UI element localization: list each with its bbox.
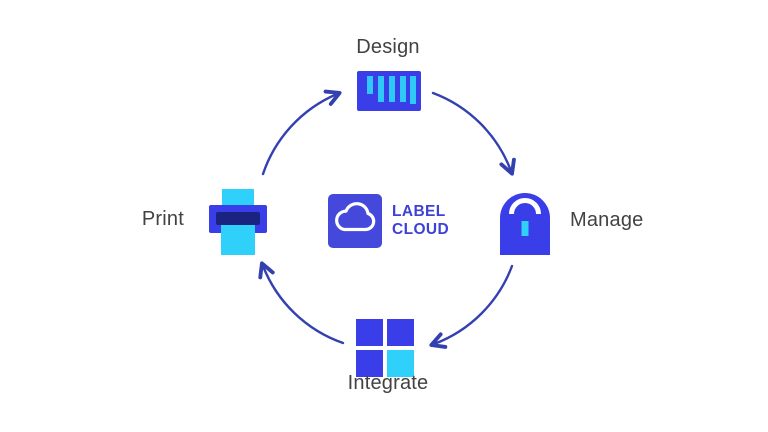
grid-squares-icon xyxy=(356,319,414,377)
labelcloud-logo xyxy=(328,194,382,248)
node-label-manage: Manage xyxy=(570,209,644,231)
printer-paper-bottom xyxy=(221,219,255,255)
printer-icon xyxy=(209,189,267,255)
barcode-icon xyxy=(357,71,421,111)
arrow-print-to-design xyxy=(261,89,342,176)
wordmark-line-2: CLOUD xyxy=(392,220,450,238)
printer-slot xyxy=(216,212,260,225)
labelcloud-wordmark: LABEL CLOUD xyxy=(392,203,449,239)
arrow-design-to-manage xyxy=(431,91,516,176)
cloud-icon xyxy=(335,202,376,232)
node-label-print: Print xyxy=(141,208,184,230)
node-label-integrate: Integrate xyxy=(347,372,429,394)
arrow-integrate-to-print xyxy=(258,261,345,345)
lock-icon xyxy=(500,193,550,255)
node-label-design: Design xyxy=(356,36,420,58)
arrow-manage-to-integrate xyxy=(429,264,514,349)
wordmark-line-1: LABEL xyxy=(392,203,446,220)
